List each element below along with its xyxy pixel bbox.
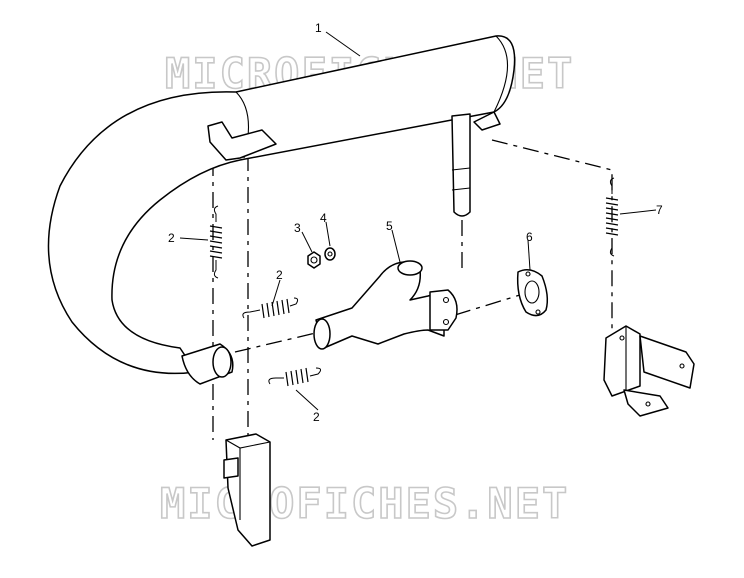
callout-2-middle-lower: 2: [313, 410, 320, 424]
callout-4: 4: [320, 211, 327, 225]
spring-right: [605, 177, 619, 257]
spring-middle-upper: [242, 297, 299, 319]
callout-1: 1: [315, 21, 322, 35]
alignment-lines: [212, 139, 613, 440]
frame-bracket-right: [603, 325, 695, 417]
watermark-bottom: MICROFICHES.NET: [160, 479, 569, 528]
leader-lines: [179, 31, 657, 411]
nut: [307, 251, 321, 269]
callout-labels: 1 2 2 2 3 4 5 6 7: [168, 21, 663, 424]
muffler: [47, 35, 516, 385]
callout-2-middle-upper: 2: [276, 268, 283, 282]
callout-6: 6: [526, 230, 533, 244]
spring-left: [209, 205, 223, 279]
gasket: [516, 269, 549, 317]
y-pipe: [313, 260, 458, 350]
callout-7: 7: [656, 203, 663, 217]
callout-5: 5: [386, 219, 393, 233]
frame-bracket-left: [223, 433, 271, 547]
washer: [324, 247, 336, 261]
spring-middle-lower: [268, 367, 322, 387]
callout-3: 3: [294, 221, 301, 235]
callout-2-left: 2: [168, 231, 175, 245]
